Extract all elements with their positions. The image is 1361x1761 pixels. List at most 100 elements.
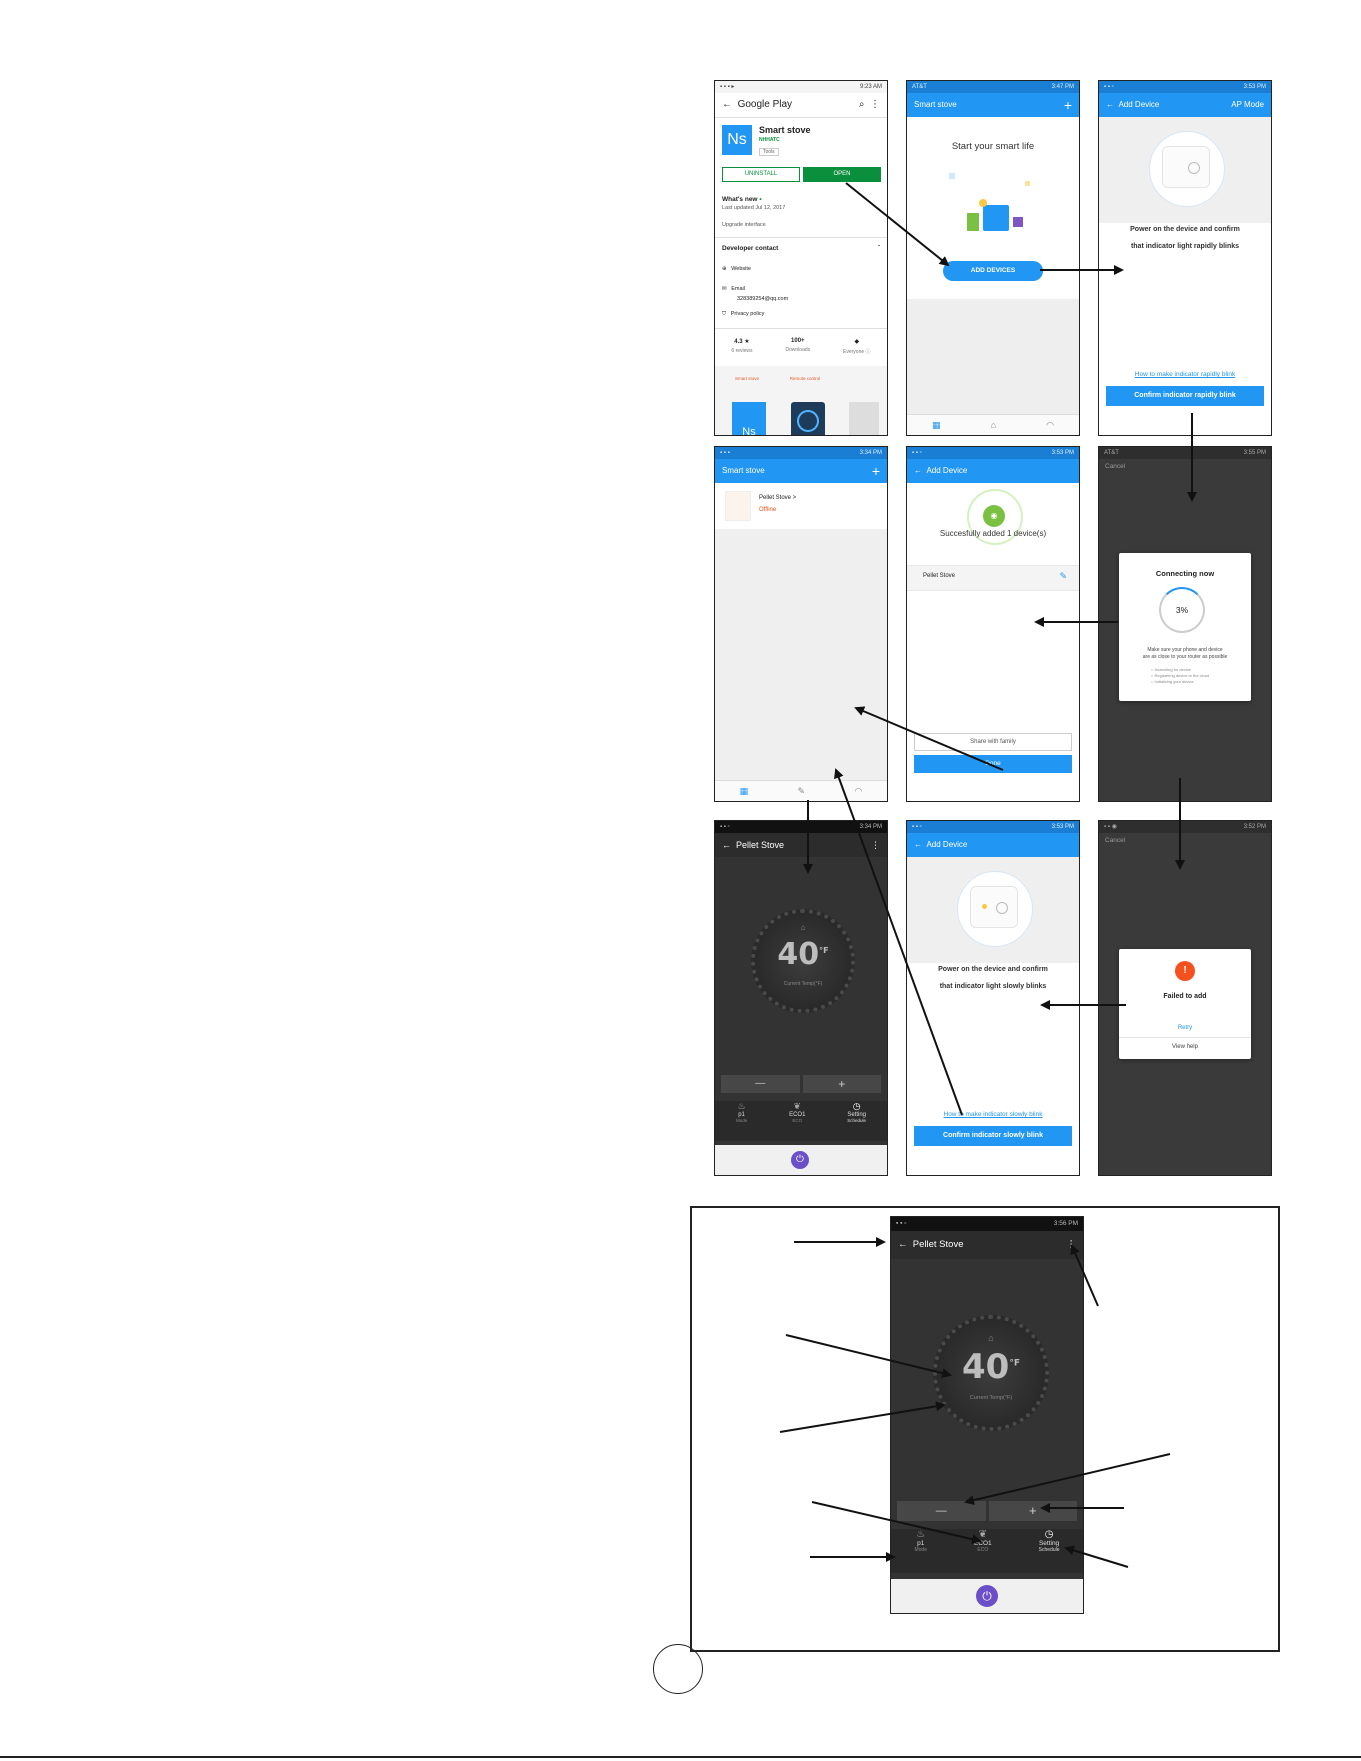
screen-pellet-stove: ▪ ▪ ▫3:34 PM ← Pellet Stove⋮ ⌂ 40°F Curr… [714,820,888,1176]
website-link[interactable]: ⊕ Website [722,266,751,272]
help-link[interactable]: How to make indicator rapidly blink [1134,371,1236,378]
back-arrow-icon[interactable]: ← [722,99,732,110]
app-header: ← Add Device [907,833,1079,857]
screen-device-list: ▪ ▪ ▪3:34 PM Smart stove+ Pellet Stove >… [714,446,888,802]
ap-mode-toggle[interactable]: AP Mode [1231,100,1264,109]
status-bar: ▪ ▪ ▪3:34 PM [715,447,887,459]
back-arrow-icon[interactable]: ← [722,840,731,850]
app-header: Smart stove+ [715,459,887,483]
screenshot-carousel[interactable]: Smart stove Remote control Ns [715,366,887,435]
progress-ring: 3% [1159,587,1205,633]
status-bar: ▪ ▪ ▫3:34 PM [715,821,887,833]
power-icon[interactable]: ⏻ [791,1151,809,1169]
screen-add-device-slow: ▪ ▪ ▫3:53 PM ← Add Device Power on the d… [906,820,1080,1176]
devices-tab-icon[interactable]: ▦ [932,419,941,430]
add-icon[interactable]: + [1063,97,1072,113]
uninstall-button[interactable]: UNINSTALL [722,167,800,182]
screen-google-play: ▪ ▪ ▪ ▸9:23 AM ← Google Play ⌕ ⋮ Ns Smar… [714,80,888,436]
more-vert-icon[interactable]: ⋮ [870,99,880,110]
profile-tab-icon[interactable]: ◠ [1046,419,1054,430]
stepper-row: — + [897,1501,1077,1521]
added-device-row[interactable]: Pellet Stove ✎ [907,565,1079,591]
app-header: ← Pellet Stove⋮ [891,1231,1083,1259]
leaf-icon: ❦ [793,1101,802,1111]
cancel-link[interactable]: Cancel [1105,837,1126,844]
add-icon[interactable]: + [871,463,880,479]
power-icon[interactable]: ⏻ [976,1585,998,1607]
done-button[interactable]: Done [914,755,1072,773]
heading: Start your smart life [951,141,1035,152]
app-category: Tools [759,148,779,156]
status-bar: ▪ ▪ ▫3:53 PM [907,447,1079,459]
content-rating-icon: ◆ [854,339,860,345]
illustration-devices [949,173,1030,246]
back-arrow-icon[interactable]: ← [898,1239,908,1250]
add-devices-button[interactable]: ADD DEVICES [943,261,1043,281]
footer-rule [0,1756,1361,1758]
share-family-button[interactable]: Share with family [914,733,1072,751]
clock-icon: ◷ [852,1101,861,1111]
search-icon[interactable]: ⌕ [858,99,865,110]
screen-add-success: ▪ ▪ ▫3:53 PM ← Add Device ◉ Succesfully … [906,446,1080,802]
temp-up-button[interactable]: + [802,1075,881,1093]
temp-down-button[interactable]: — [897,1501,986,1521]
tab-bar: ▦ ✎ ◠ [715,780,887,801]
privacy-link[interactable]: ⛉ Privacy policy [722,311,765,317]
chevron-up-icon[interactable]: ˆ [877,245,880,252]
cancel-link[interactable]: Cancel [1105,463,1126,470]
more-vert-icon[interactable]: ⋮ [1066,1239,1077,1250]
device-thumbnail [725,491,751,521]
scene-tab-icon[interactable]: ✎ [797,785,806,796]
back-arrow-icon[interactable]: ← [914,840,922,849]
profile-tab-icon[interactable]: ◠ [854,785,863,796]
empty-area [715,529,887,781]
back-arrow-icon[interactable]: ← [914,466,922,475]
confirm-slow-button[interactable]: Confirm indicator slowly blink [914,1126,1072,1146]
app-developer: NHHATC [759,137,780,143]
temp-up-button[interactable]: + [988,1501,1077,1521]
power-bar: ⏻ [891,1579,1083,1613]
devices-tab-icon[interactable]: ▦ [739,785,749,796]
help-link[interactable]: How to make indicator slowly blink [943,1111,1043,1118]
success-ring: ◉ [967,489,1023,545]
thumb-dial [791,402,825,435]
app-name: Smart stove [759,125,811,135]
home-icon: ⌂ [988,1333,994,1343]
app-icon: Ns [722,125,752,155]
device-card[interactable]: Pellet Stove > Offline [715,483,887,530]
device-illustration [1099,117,1271,223]
temp-down-button[interactable]: — [721,1075,800,1093]
flame-icon: ♨ [916,1529,926,1540]
home-tab-icon[interactable]: ⌂ [990,420,997,430]
instruction-line-1: Power on the device and confirm [938,966,1048,973]
empty-area [907,299,1079,415]
edit-pencil-icon[interactable]: ✎ [1059,571,1067,581]
status-bar: ▪ ▪ ▫3:53 PM [907,821,1079,833]
home-icon: ⌂ [800,923,806,932]
app-header: ← Add Device [907,459,1079,483]
dialog-title: Connecting now [1155,569,1215,578]
connecting-dialog: Connecting now 3% Make sure your phone a… [1119,553,1251,701]
back-arrow-icon[interactable]: ← [1106,100,1114,109]
more-vert-icon[interactable]: ⋮ [871,840,880,850]
confirm-rapid-button[interactable]: Confirm indicator rapidly blink [1106,386,1264,406]
leaf-icon: ❦ [978,1529,988,1540]
status-bar: ▪ ▪ ▫3:56 PM [891,1217,1083,1231]
retry-button[interactable]: Retry [1177,1025,1193,1031]
status-bar: ▪ ▪ ▪ ▸9:23 AM [715,81,887,93]
view-help-button[interactable]: View help [1172,1044,1198,1050]
open-button[interactable]: OPEN [803,167,881,182]
